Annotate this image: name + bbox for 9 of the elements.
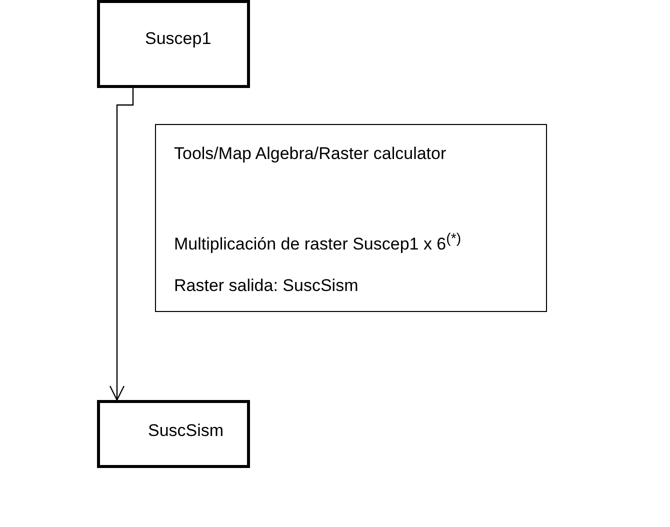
box-text: Raster salida: SuscSism	[174, 275, 360, 297]
process-box	[97, 400, 250, 468]
box-text: Multiplicación de raster Suscep1 x 6$^{(*)}$	[174, 230, 462, 256]
box-text: Suscep1	[145, 28, 212, 50]
box-text: Tools/Map Algebra/Raster calculator	[174, 143, 448, 165]
box-text: SuscSism	[148, 420, 224, 442]
process-box	[155, 124, 547, 312]
arrow	[109, 88, 134, 401]
process-box	[97, 0, 250, 88]
